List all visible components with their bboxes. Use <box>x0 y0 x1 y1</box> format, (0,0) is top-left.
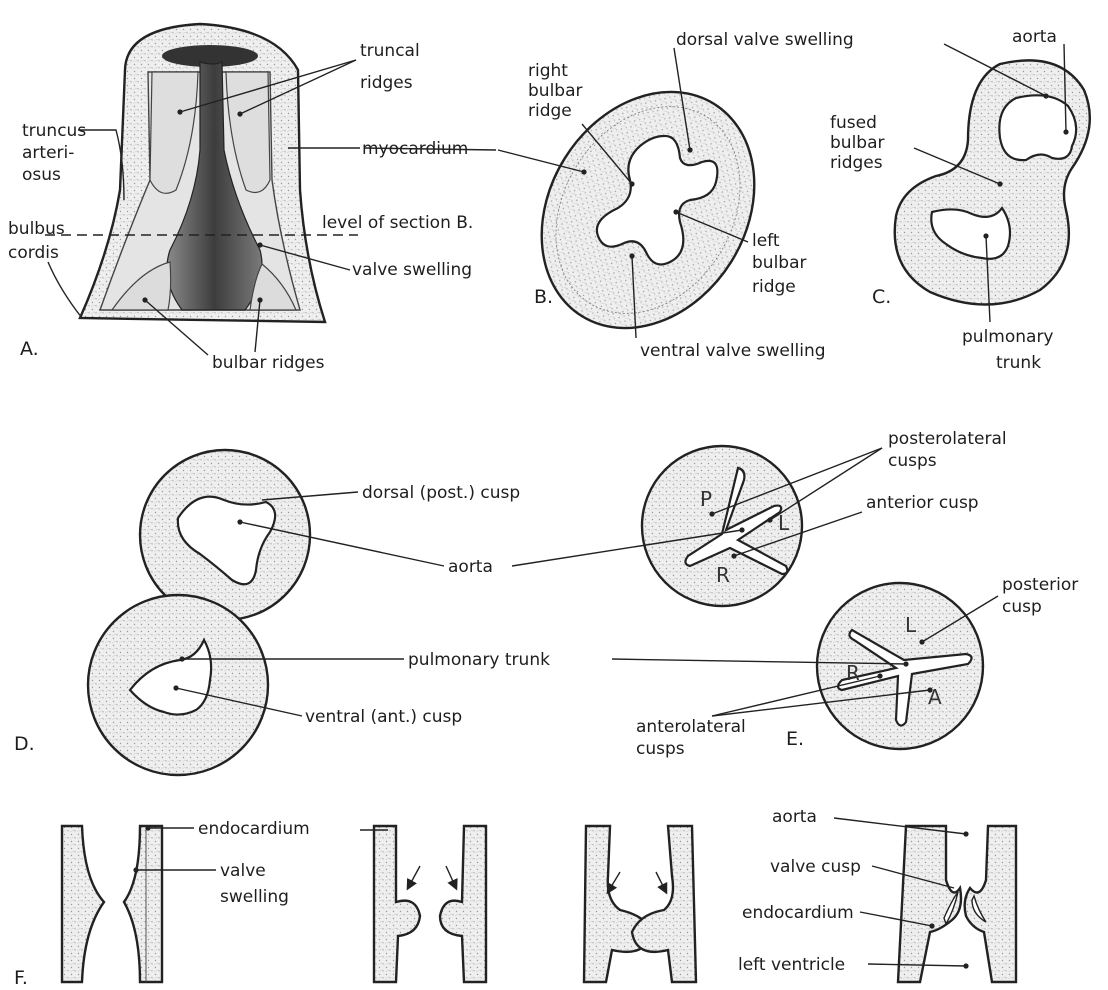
panel-f: endocardium valve swelling aorta valve c… <box>14 807 1016 989</box>
ventral-cusp-label: ventral (ant.) cusp <box>305 707 462 727</box>
f3-arrow-right <box>656 872 666 892</box>
valve-swelling-label: valve swelling <box>352 260 472 280</box>
ventral-valve-swelling-label: ventral valve swelling <box>640 341 826 361</box>
f3-right-wall <box>632 826 696 982</box>
left-ventricle-label: left ventricle <box>738 955 845 975</box>
bulbar-ridges-label: bulbar ridges <box>212 353 325 373</box>
panel-c: aorta fused bulbar ridges pulmonary trun… <box>830 27 1090 373</box>
fused-bulbar-ridges-label: fused bulbar ridges <box>830 113 890 173</box>
f3-arrow-left <box>608 872 620 892</box>
f2-right-wall <box>440 826 486 982</box>
f3-left-wall <box>584 826 652 982</box>
level-of-section-label: level of section B. <box>322 213 473 233</box>
aorta-label-f: aorta <box>772 807 817 827</box>
panel-f-label: F. <box>14 967 28 989</box>
cusp-letter-l-upper: L <box>778 511 790 535</box>
aorta-lumen-c <box>999 95 1076 160</box>
bulbus-cordis-label: bulbus cordis <box>8 219 70 263</box>
valve-swelling-label-f: valve swelling <box>220 861 289 907</box>
dorsal-cusp-label: dorsal (post.) cusp <box>362 483 520 503</box>
cusp-letter-p: P <box>700 487 712 511</box>
posterior-cusp-label: posterior cusp <box>1002 575 1084 617</box>
f1-right-wall <box>124 826 162 982</box>
right-bulbar-ridge-label: right bulbar ridge <box>528 61 588 121</box>
anterolateral-cusps-label: anterolateral cusps <box>636 717 751 759</box>
endocardium-label-f4: endocardium <box>742 903 854 923</box>
cusp-letter-l-lower: L <box>905 613 917 637</box>
panel-e-label: E. <box>786 728 804 750</box>
panel-b-label: B. <box>534 286 553 308</box>
panel-c-label: C. <box>872 286 891 308</box>
section-c-wall <box>895 60 1090 304</box>
aorta-label-d: aorta <box>448 557 493 577</box>
dorsal-valve-swelling-label: dorsal valve swelling <box>676 30 854 50</box>
f1-left-wall <box>62 826 104 982</box>
aorta-label-c: aorta <box>1012 27 1057 47</box>
f2-left-wall <box>374 826 420 982</box>
panel-a: truncus arteri- osus bulbus cordis trunc… <box>8 24 473 373</box>
cusp-letter-r-upper: R <box>716 563 730 587</box>
f2-arrow-left <box>408 866 420 888</box>
panel-b: right bulbar ridge dorsal valve swelling… <box>364 30 854 368</box>
panel-d: dorsal (post.) cusp aorta pulmonary trun… <box>14 450 550 775</box>
pulmonary-trunk-label-d: pulmonary trunk <box>408 650 550 670</box>
left-bulbar-ridge-label: left bulbar ridge <box>752 231 812 297</box>
pulmonary-trunk-label-c: pulmonary trunk <box>962 327 1059 373</box>
panel-d-label: D. <box>14 733 35 755</box>
f2-arrow-right <box>446 866 456 888</box>
endocardium-label-f1: endocardium <box>198 819 310 839</box>
truncal-ridges-label: truncal ridges <box>360 41 425 93</box>
posterolateral-cusps-label: posterolateral cusps <box>888 429 1012 471</box>
panel-a-label: A. <box>20 338 39 360</box>
panel-e: P L R L R A posterolateral cusps anterio… <box>512 429 1084 759</box>
anterior-cusp-label: anterior cusp <box>866 493 979 513</box>
valve-cusp-label: valve cusp <box>770 857 861 877</box>
